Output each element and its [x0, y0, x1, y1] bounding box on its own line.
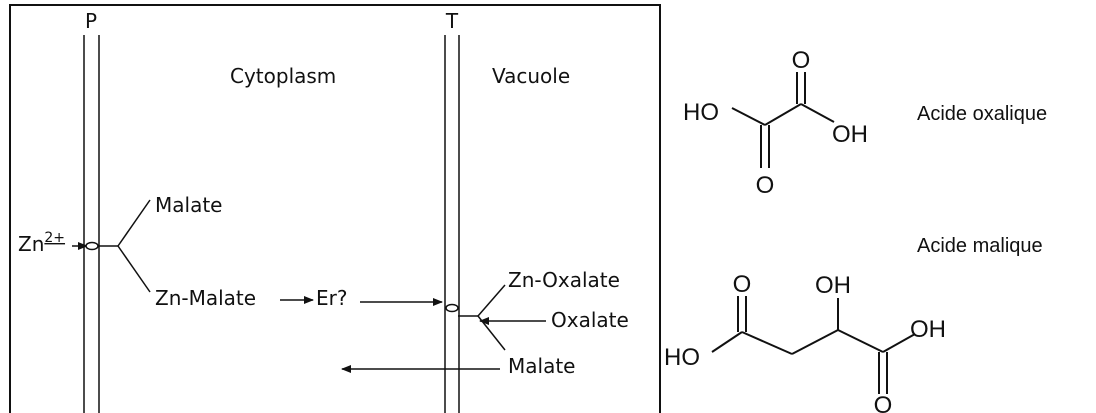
oxalic-acid-name: Acide oxalique — [917, 103, 1047, 125]
diagram-frame — [9, 4, 661, 413]
vacuole-oxalate: Oxalate — [551, 308, 629, 332]
malic-ho: HO — [664, 344, 700, 371]
malic-o-bottom: O — [874, 392, 893, 413]
zn-ion-symbol: Zn2+ — [18, 230, 65, 256]
malic-o-left: O — [733, 271, 752, 298]
oxalic-acid-structure: HO OH O O — [683, 47, 868, 199]
malic-bond-c4-oh — [882, 333, 916, 353]
cytoplasm-zn-malate: Zn-Malate — [155, 286, 256, 310]
vacuole-malate: Malate — [508, 354, 575, 378]
transport-diagram: P T Cytoplasm Vacuole Zn2+ Malate Zn-Mal… — [9, 4, 661, 413]
oxalic-oh: OH — [832, 121, 868, 148]
branch-to-zn-oxalate — [477, 284, 506, 317]
oxalic-bond-ho-c1 — [731, 107, 766, 126]
malic-bond-c1-c2 — [741, 331, 793, 355]
tonoplast-label: T — [445, 9, 459, 33]
oxalic-bond-c2-oh — [800, 103, 835, 123]
malic-bond-c3-c4 — [837, 329, 884, 353]
vacuole-zn-oxalate: Zn-Oxalate — [508, 268, 620, 292]
vacuole-label: Vacuole — [492, 64, 570, 88]
branch-to-malate — [117, 199, 151, 247]
malic-bond-c2-c3 — [791, 329, 839, 355]
tonoplast-transporter — [445, 303, 459, 313]
malic-acid-structure: HO O OH OH O — [664, 271, 946, 413]
oxalic-o-bottom: O — [756, 172, 775, 199]
plasma-transporter — [85, 241, 99, 251]
malic-bond-ho-c1 — [711, 331, 743, 353]
oxalic-ho: HO — [683, 99, 719, 126]
plasma-membrane-label: P — [85, 9, 97, 33]
malic-oh-right: OH — [910, 316, 946, 343]
cytoplasm-label: Cytoplasm — [230, 64, 336, 88]
branch-to-zn-malate — [117, 245, 151, 293]
oxalic-o-top: O — [792, 47, 811, 74]
oxalic-bond-c1-c2 — [764, 103, 802, 126]
malic-oh-top: OH — [815, 272, 851, 299]
malic-acid-name: Acide malique — [917, 235, 1043, 257]
er-label: Er? — [316, 286, 347, 310]
cytoplasm-malate: Malate — [155, 193, 222, 217]
